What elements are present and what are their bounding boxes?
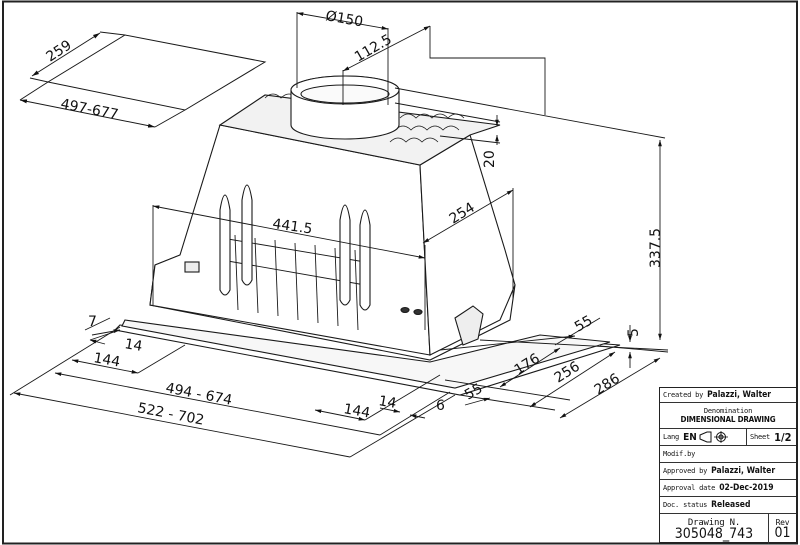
lang-label: Lang (663, 433, 680, 441)
dim-front-6: 6 (436, 398, 445, 414)
doc-status-row: Doc. status Released (660, 497, 796, 514)
lang-sheet-row: Lang EN Sheet 1/2 (660, 429, 796, 446)
dim-duct-collar-height: 20 (482, 150, 498, 168)
approval-date-value: 02-Dec-2019 (719, 483, 774, 493)
lang-cell: Lang EN (660, 429, 746, 445)
title-block: Created by Palazzi, Walter Denomination … (659, 387, 797, 544)
dim-front-55: 55 (462, 381, 485, 404)
drawing-number-label: Drawing N. (687, 517, 741, 528)
rev-label: Rev (775, 518, 790, 527)
hood-body (113, 75, 621, 396)
created-by-row: Created by Palazzi, Walter (660, 388, 796, 403)
cutout-template (19, 31, 267, 128)
dim-side-286: 286 (592, 371, 623, 399)
dim-front-144: 144 (342, 401, 371, 421)
rev-cell: Rev 01 (768, 514, 796, 544)
approved-by-label: Approved by (663, 467, 708, 475)
created-by-value: Palazzi, Walter (707, 390, 772, 400)
doc-status-value: Released (711, 500, 751, 510)
modif-label: Modif.by (663, 450, 696, 458)
approval-date-row: Approval date 02-Dec-2019 (660, 480, 796, 497)
first-angle-projection-icon (699, 431, 728, 443)
drawing-number-value: 305048_743 (674, 525, 754, 542)
dim-front-14: 14 (377, 393, 397, 412)
dim-flange-thickness: 5 (626, 328, 642, 337)
dim-body-width: 441.5 (271, 216, 313, 237)
sheet-label: Sheet (750, 433, 771, 441)
dim-inner-width: 494 - 674 (164, 380, 233, 409)
denomination-value: DIMENSIONAL DRAWING (680, 415, 776, 424)
dim-total-height: 337.5 (648, 228, 664, 268)
dim-side-55: 55 (572, 313, 595, 336)
dim-duct-diameter: Ø150 (324, 8, 364, 30)
rev-value: 01 (774, 525, 791, 541)
approved-by-row: Approved by Palazzi, Walter (660, 463, 796, 480)
approval-date-label: Approval date (663, 484, 716, 492)
dim-cutout-width: 497-677 (59, 96, 119, 123)
sheet-cell: Sheet 1/2 (746, 429, 796, 445)
created-by-label: Created by (663, 391, 704, 399)
sheet-value: 1/2 (774, 430, 792, 444)
dim-left-144: 144 (92, 350, 121, 370)
dim-outer-width: 522 - 702 (136, 400, 205, 429)
lang-value: EN (683, 431, 697, 443)
denomination-label: Denomination (703, 407, 753, 415)
approved-by-value: Palazzi, Walter (711, 466, 776, 476)
denomination-row: Denomination DIMENSIONAL DRAWING (660, 403, 796, 429)
dim-left-7: 7 (88, 314, 97, 330)
doc-status-label: Doc. status (663, 501, 708, 509)
dim-left-14: 14 (123, 336, 143, 355)
modif-row: Modif.by (660, 446, 796, 463)
dimension-lines (9, 12, 669, 458)
dim-cutout-depth: 259 (43, 37, 74, 65)
drawing-number-cell: Drawing N. 305048_743 (660, 514, 768, 544)
drawing-number-row: Drawing N. 305048_743 Rev 01 (660, 514, 796, 544)
